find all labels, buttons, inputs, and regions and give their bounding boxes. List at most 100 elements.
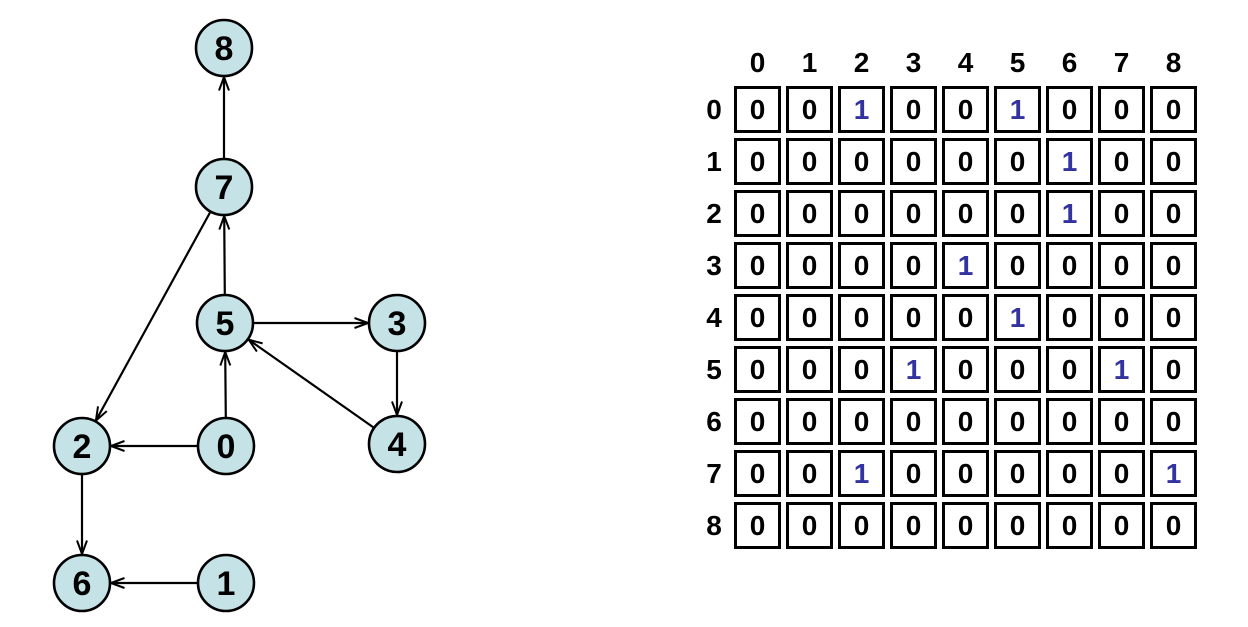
matrix-cell-1-2: 0 [838,138,885,185]
matrix-cell-1-5: 0 [994,138,1041,185]
matrix-cell-5-2: 0 [838,346,885,393]
matrix-cell-5-6: 0 [1046,346,1093,393]
matrix-col-header-1: 1 [801,47,818,78]
matrix-cell-4-7: 0 [1098,294,1145,341]
matrix-row-header-7: 7 [706,457,722,489]
graph-node-label-7: 7 [215,169,234,207]
matrix-row-header-1: 1 [706,145,722,177]
graph-node-2 [52,416,112,476]
graph-node-7 [194,157,254,217]
graph-node-label-0: 0 [217,428,236,466]
graph-node-1 [196,553,256,613]
graph-node-label-8: 8 [215,30,234,68]
matrix-cell-5-8: 0 [1150,346,1197,393]
matrix-cell-2-6: 1 [1046,190,1093,237]
matrix-cell-6-7: 0 [1098,398,1145,445]
matrix-row-header-4: 4 [706,301,722,333]
matrix-cell-7-8: 1 [1150,450,1197,497]
matrix-col-header-8: 8 [1165,47,1182,78]
matrix-cell-4-3: 0 [890,294,937,341]
matrix-cell-0-1: 0 [786,86,833,133]
matrix-cell-5-7: 1 [1098,346,1145,393]
matrix-cell-0-0: 0 [734,86,781,133]
matrix-cell-5-4: 0 [942,346,989,393]
matrix-cell-4-8: 0 [1150,294,1197,341]
graph-edges [82,77,397,583]
matrix-cell-6-2: 0 [838,398,885,445]
matrix-cell-5-1: 0 [786,346,833,393]
matrix-cell-2-2: 0 [838,190,885,237]
graph-node-6 [52,553,112,613]
matrix-cell-1-1: 0 [786,138,833,185]
matrix-row-header-5: 5 [706,353,722,385]
matrix-cell-5-3: 1 [890,346,937,393]
matrix-cell-8-2: 0 [838,502,885,549]
matrix-cell-4-1: 0 [786,294,833,341]
matrix-cell-7-3: 0 [890,450,937,497]
matrix-col-header-5: 5 [1009,47,1026,78]
matrix-cell-0-8: 0 [1150,86,1197,133]
matrix-cell-1-7: 0 [1098,138,1145,185]
matrix-row-header-6: 6 [706,405,722,437]
graph-node-8 [194,18,254,78]
graph-node-4 [367,414,427,474]
matrix-cell-8-1: 0 [786,502,833,549]
graph-node-label-2: 2 [73,428,92,466]
matrix-cell-7-5: 0 [994,450,1041,497]
matrix-cell-8-3: 0 [890,502,937,549]
matrix-cell-8-0: 0 [734,502,781,549]
matrix-cell-2-1: 0 [786,190,833,237]
matrix-cell-3-6: 0 [1046,242,1093,289]
matrix-cell-5-0: 0 [734,346,781,393]
matrix-cell-1-6: 1 [1046,138,1093,185]
matrix-cell-2-0: 0 [734,190,781,237]
matrix-cell-1-4: 0 [942,138,989,185]
matrix-cell-3-3: 0 [890,242,937,289]
matrix-cell-3-2: 0 [838,242,885,289]
graph-node-5 [195,293,255,353]
matrix-cell-6-3: 0 [890,398,937,445]
matrix-cell-7-6: 0 [1046,450,1093,497]
matrix-cell-0-5: 1 [994,86,1041,133]
matrix-cell-4-0: 0 [734,294,781,341]
matrix-cell-1-8: 0 [1150,138,1197,185]
matrix-cell-2-5: 0 [994,190,1041,237]
graph-node-label-5: 5 [216,305,235,343]
matrix-col-header-6: 6 [1061,47,1078,78]
matrix-cell-7-2: 1 [838,450,885,497]
graph-node-label-4: 4 [388,426,407,464]
matrix-row-header-0: 0 [706,93,722,125]
matrix-cell-6-6: 0 [1046,398,1093,445]
matrix-cell-5-5: 0 [994,346,1041,393]
matrix-cell-7-7: 0 [1098,450,1145,497]
graph-node-3 [367,293,427,353]
matrix-cell-7-1: 0 [786,450,833,497]
matrix-row-header-3: 3 [706,249,722,281]
matrix-cell-3-4: 1 [942,242,989,289]
matrix-cell-0-7: 0 [1098,86,1145,133]
graph-node-label-1: 1 [217,565,236,603]
matrix-cell-8-4: 0 [942,502,989,549]
matrix-cell-3-7: 0 [1098,242,1145,289]
matrix-row-header-2: 2 [706,197,722,229]
matrix-cell-2-4: 0 [942,190,989,237]
matrix-cell-4-4: 0 [942,294,989,341]
matrix-cell-1-3: 0 [890,138,937,185]
matrix-cell-3-0: 0 [734,242,781,289]
matrix-row-header-8: 8 [706,509,722,541]
matrix-cell-3-5: 0 [994,242,1041,289]
matrix-cell-8-8: 0 [1150,502,1197,549]
